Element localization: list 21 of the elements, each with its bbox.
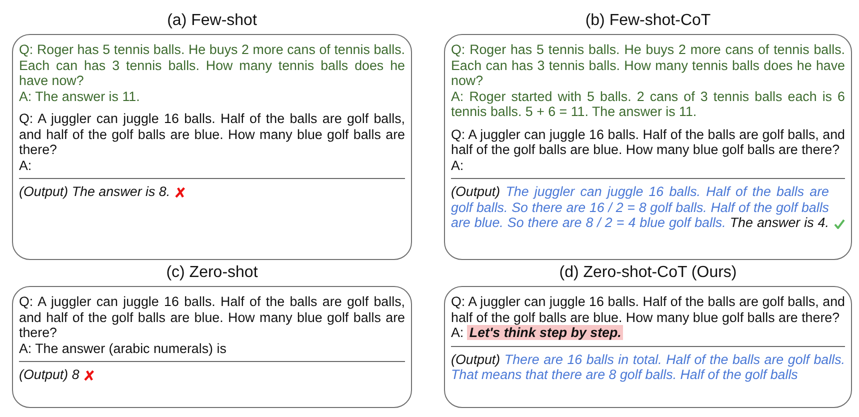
question-text: Q: A juggler can juggle 16 balls. Half of the balls are golf balls, and half of the golf balls are blue. How many blue golf balls are there? <box>451 294 845 325</box>
example-question: Q: Roger has 5 tennis balls. He buys 2 more cans of tennis balls. Each can has 3 tennis balls. How many tennis balls does he have now? <box>19 42 405 88</box>
answer-prompt: A: <box>451 325 464 340</box>
example-answer: A: The answer is 11. <box>19 88 141 104</box>
answer-prompt: A: <box>451 158 465 173</box>
answer-prompt: A: <box>19 158 33 173</box>
question-text: Q: A juggler can juggle 16 balls. Half of the balls are golf balls, and half of the golf balls are blue. How many blue golf balls are there? <box>19 111 405 158</box>
panel-title: (d) Zero-shot-CoT (Ours) <box>559 264 737 281</box>
question-text: Q: A juggler can juggle 16 balls. Half of the balls are golf balls, and half of the golf balls are blue. How many blue golf balls are there? <box>19 294 405 340</box>
panel-title: (a) Few-shot <box>167 12 257 29</box>
output-text: (Output) The answer is 8. <box>19 184 170 200</box>
output-text: (Output) There are 16 balls in total. Half of the balls are golf balls. That means that there are 8 golf balls. Half of the golf balls <box>451 352 845 382</box>
output-text: (Output) The juggler can juggle 16 balls. Half of the balls are golf balls. So there are 16 / 2 = 8 golf balls. Half of the golf balls are blue. So there are 8 / 2 = 4 blue golf balls. The answer is 4. <box>451 184 829 230</box>
output-text: (Output) 8 <box>19 367 80 382</box>
question-text: Q: A juggler can juggle 16 balls. Half of the balls are golf balls, and half of the golf balls are blue. How many blue golf balls are there? <box>451 126 845 158</box>
example-question: Q: Roger has 5 tennis balls. He buys 2 more cans of tennis balls. Each can has 3 tennis balls. How many tennis balls does he have now? <box>451 42 845 88</box>
panel-title: (c) Zero-shot <box>166 264 258 281</box>
panel-title: (b) Few-shot-CoT <box>585 12 711 29</box>
answer-prompt: A: The answer (arabic numerals) is <box>19 340 228 356</box>
highlighted-prompt: Let's think step by step. <box>467 325 624 340</box>
example-answer: A: Roger started with 5 balls. 2 cans of 3 tennis balls each is 6 tennis balls. 5 + 6 = 11. The answer is 11. <box>451 88 845 120</box>
